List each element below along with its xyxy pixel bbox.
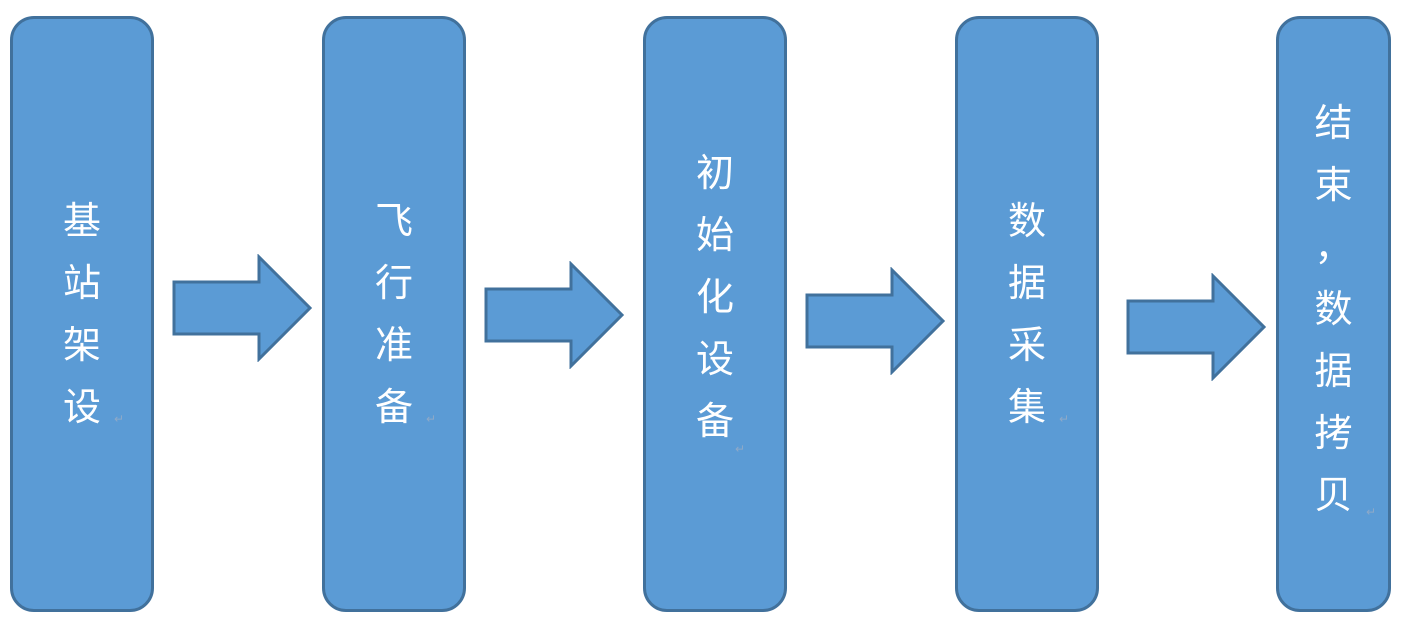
step-label-char: 贝 — [1314, 473, 1353, 517]
step-label-char: 数 — [1314, 287, 1353, 331]
step-label-char: 站 — [62, 261, 101, 305]
step-label-char: 备 — [695, 399, 734, 443]
step-box-init-device: 初始化设备 — [643, 16, 787, 612]
step-label-char: 设 — [695, 337, 734, 381]
step-label: 飞行准备 — [375, 190, 413, 438]
paragraph-mark-icon: ↵ — [1059, 412, 1070, 426]
step-label-char: 行 — [374, 261, 413, 305]
paragraph-mark-icon: ↵ — [1366, 505, 1377, 519]
step-label-char: 备 — [374, 385, 413, 429]
step-label-char: 拷 — [1314, 411, 1353, 455]
step-box-data-collection: 数据采集 — [955, 16, 1099, 612]
step-label-char: 架 — [62, 323, 101, 367]
step-label-char: 化 — [695, 275, 734, 319]
paragraph-mark-icon: ↵ — [426, 412, 437, 426]
step-label-char: 采 — [1007, 323, 1046, 367]
step-label-char: 束 — [1314, 163, 1353, 207]
right-arrow-icon — [172, 254, 313, 362]
paragraph-mark-icon: ↵ — [735, 442, 746, 456]
step-label-char: 设 — [62, 385, 101, 429]
right-arrow-icon — [805, 267, 946, 375]
step-label-char: 初 — [695, 151, 734, 195]
step-box-base-station-setup: 基站架设 — [10, 16, 154, 612]
step-label-char: 始 — [695, 213, 734, 257]
step-label-char: 据 — [1314, 349, 1353, 393]
step-label-char: 集 — [1007, 385, 1046, 429]
step-label-char: 据 — [1007, 261, 1046, 305]
right-arrow-icon — [1126, 273, 1267, 381]
step-label: 初始化设备 — [696, 142, 734, 452]
step-label-char: 飞 — [374, 199, 413, 243]
step-label-char: 结 — [1314, 101, 1353, 145]
paragraph-mark-icon: ↵ — [114, 412, 125, 426]
step-label-char: 准 — [374, 323, 413, 367]
step-label-char: 数 — [1007, 199, 1046, 243]
step-box-end-copy-data: 结束 ， 数据拷贝 — [1276, 16, 1391, 612]
step-label-char: 基 — [62, 199, 101, 243]
right-arrow-icon — [484, 261, 625, 369]
step-label: 数据采集 — [1008, 190, 1046, 438]
step-label: 基站架设 — [63, 190, 101, 438]
step-label: 结束 ， 数据拷贝 — [1314, 92, 1352, 526]
step-label-char: ， — [1314, 225, 1353, 269]
step-box-flight-prep: 飞行准备 — [322, 16, 466, 612]
